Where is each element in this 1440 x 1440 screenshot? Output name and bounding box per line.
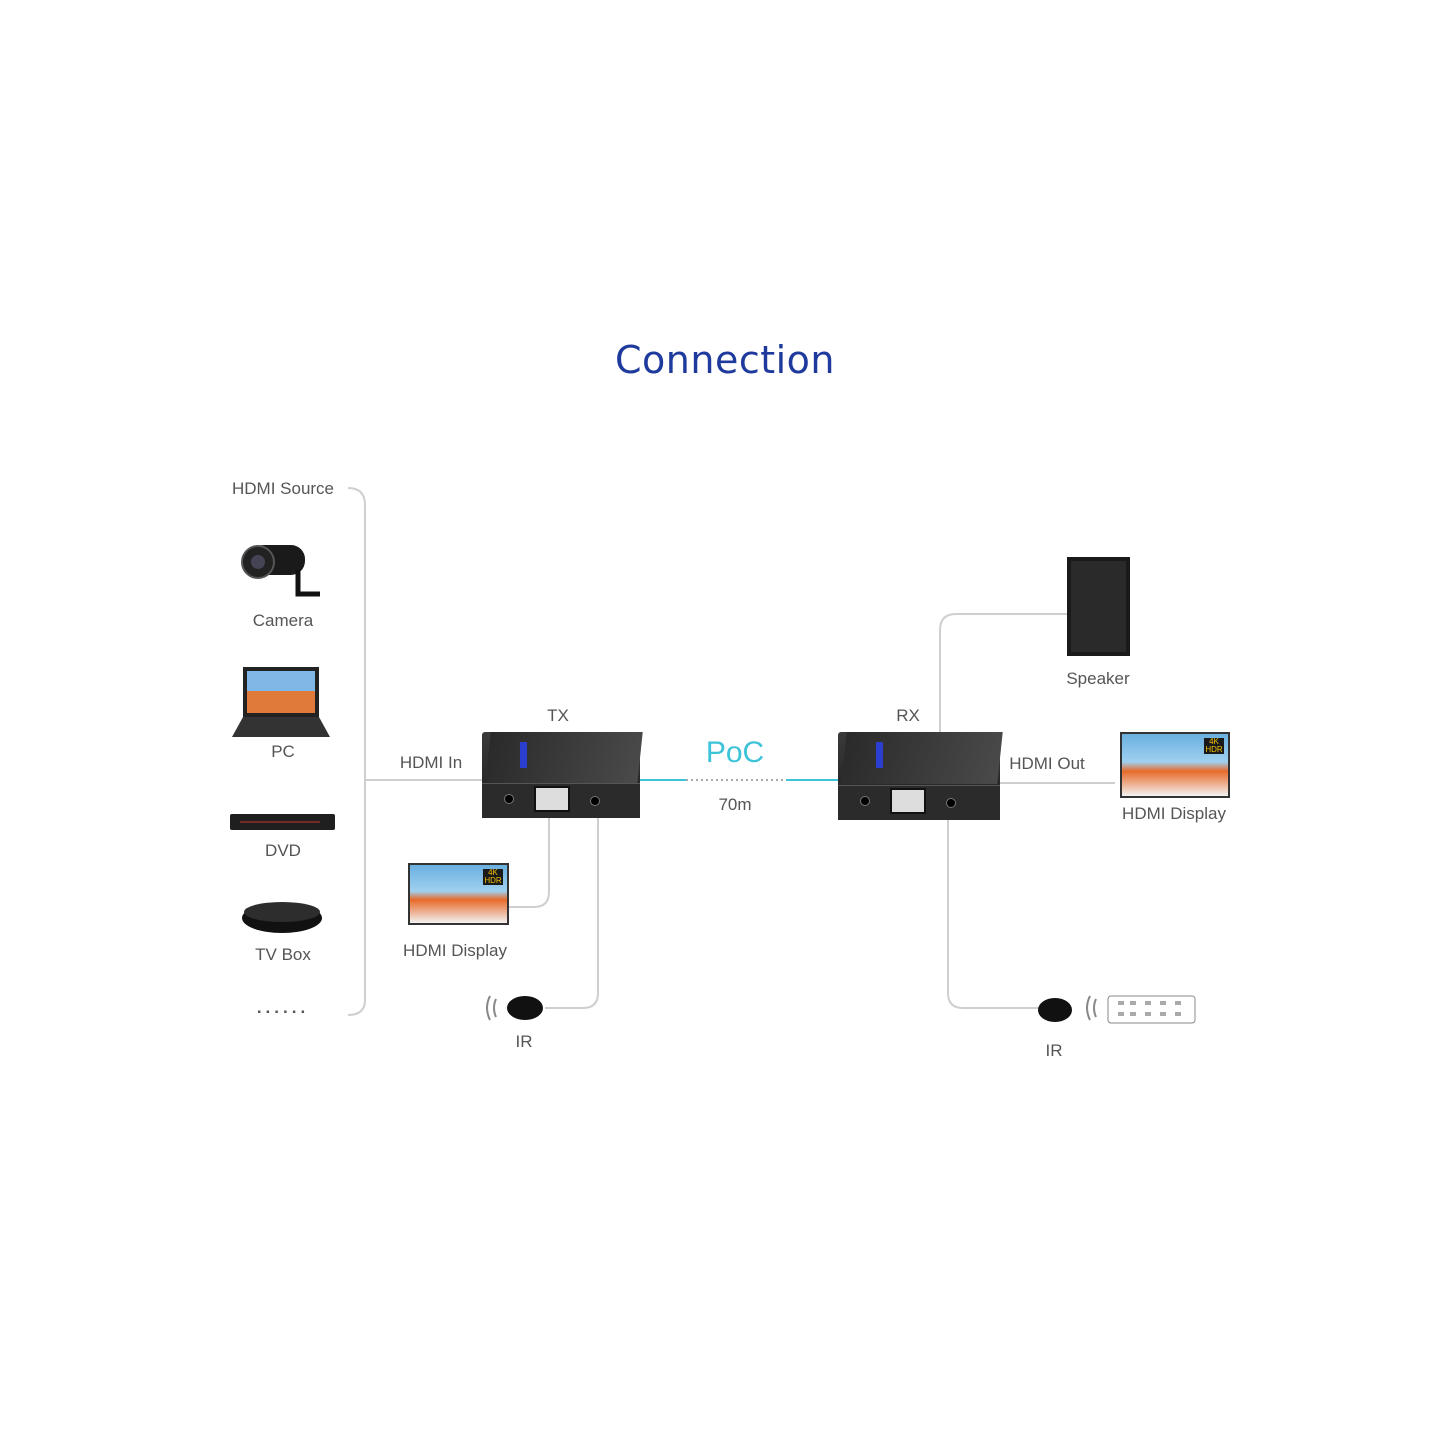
tx-hdmi-display-icon: 4K HDR [408, 863, 509, 925]
more-sources-ellipsis: ...... [256, 998, 310, 1017]
remote-control-icon [1107, 995, 1196, 1024]
pc-icon [232, 667, 330, 737]
tv-box-icon [242, 902, 322, 933]
tx-ir-line [545, 818, 599, 1009]
tx-ir-sensor-icon [486, 995, 543, 1021]
rx-hdmi-display-label: HDMI Display [1122, 804, 1226, 823]
rx-hdmi-display-icon: 4K HDR [1120, 732, 1230, 798]
distance-label: 70m [718, 795, 752, 814]
pc-label: PC [271, 742, 295, 761]
hdmi-in-label: HDMI In [399, 753, 463, 772]
tv-box-label: TV Box [255, 945, 311, 964]
rx-ir-sensor-icon [1038, 995, 1097, 1022]
tx-ir-label: IR [515, 1032, 533, 1051]
rj45-port [890, 788, 926, 814]
hdmi-source-heading: HDMI Source [231, 479, 335, 498]
camera-label: Camera [252, 611, 314, 630]
page-title: Connection [614, 338, 836, 382]
source-bracket [347, 487, 366, 1016]
rx-label: RX [896, 706, 920, 725]
speaker-label: Speaker [1066, 669, 1130, 688]
tx-display-line [507, 818, 550, 908]
tx-label: TX [547, 706, 569, 725]
rj45-port [534, 786, 570, 812]
dvd-icon [230, 814, 335, 830]
tx-extender-unit [482, 732, 643, 818]
dvd-label: DVD [265, 841, 301, 860]
speaker-line [939, 613, 1067, 732]
hdmi-out-label: HDMI Out [1009, 754, 1085, 773]
speaker-icon [1067, 557, 1130, 656]
camera-icon [241, 545, 320, 597]
rx-extender-unit [838, 732, 1003, 820]
poc-label: PoC [705, 736, 765, 769]
rx-ir-line [947, 820, 1040, 1009]
tx-hdmi-display-label: HDMI Display [403, 941, 507, 960]
rx-ir-label: IR [1045, 1041, 1063, 1060]
